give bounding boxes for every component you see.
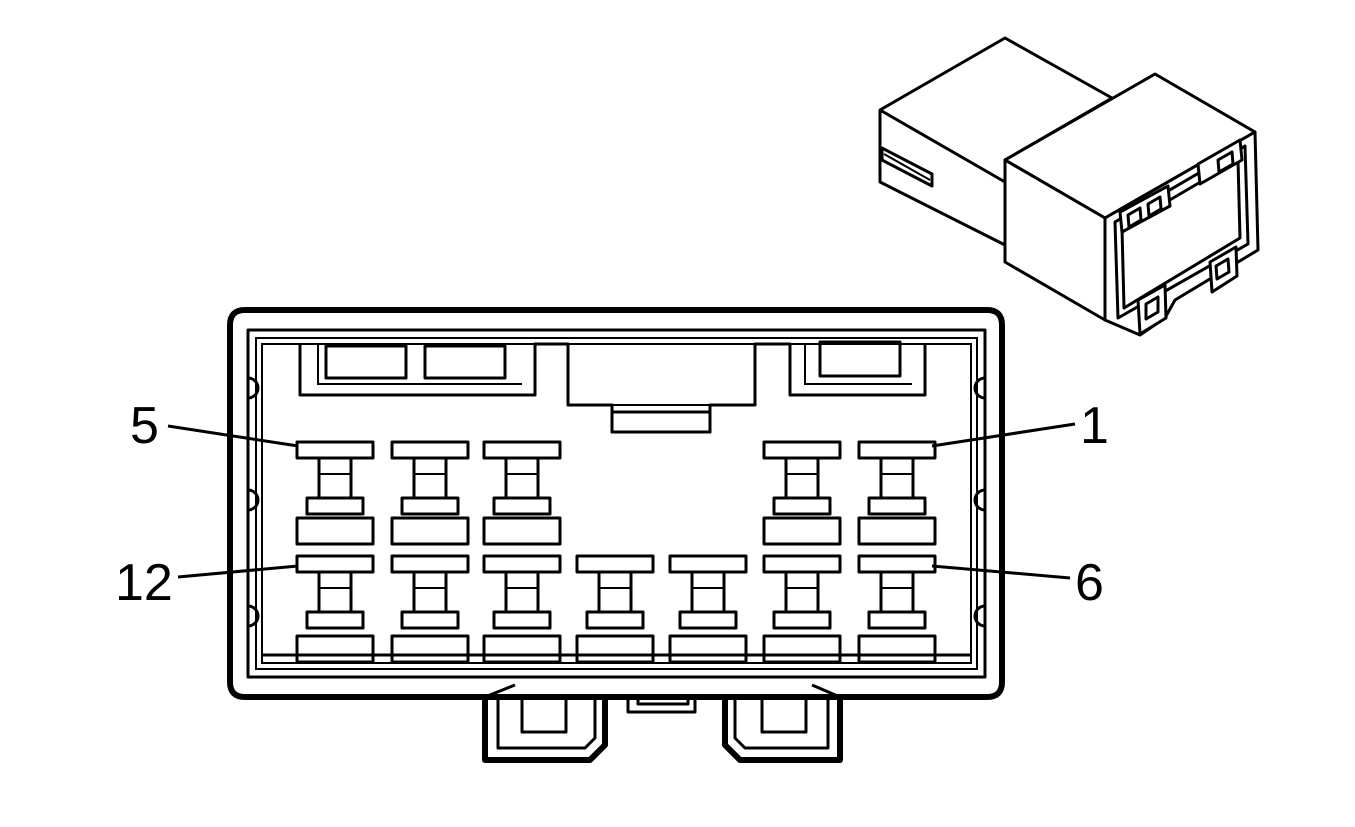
terminal-cavity-top-1 [295, 440, 375, 546]
pin-label-6: 6 [931, 554, 1104, 612]
connector-isometric-view [878, 36, 1260, 337]
pin-label-1: 1 [931, 397, 1109, 455]
terminal-cavity-bottom-1 [295, 554, 375, 664]
terminal-cavity-bottom-7 [857, 554, 937, 664]
leader-line-12 [177, 564, 299, 579]
terminal-cavity-top-2 [390, 440, 470, 546]
terminal-cavity-top-5 [857, 440, 937, 546]
pin-label-12: 12 [115, 554, 299, 612]
terminal-cavity-top-3 [482, 440, 562, 546]
leader-line-1 [931, 422, 1076, 448]
terminal-cavity-top-4 [762, 440, 842, 546]
terminal-cavity-bottom-4 [575, 554, 655, 664]
terminal-cavity-bottom-5 [668, 554, 748, 664]
pin-number-1: 1 [1080, 397, 1109, 455]
pin-number-12: 12 [115, 554, 173, 612]
leader-line-5 [167, 424, 299, 448]
terminal-cavity-bottom-2 [390, 554, 470, 664]
terminal-cavity-bottom-6 [762, 554, 842, 664]
bottom-row-cavities [295, 554, 937, 664]
pin-label-5: 5 [130, 397, 299, 455]
terminal-cavity-bottom-3 [482, 554, 562, 664]
leader-line-6 [931, 564, 1071, 580]
pin-number-6: 6 [1075, 554, 1104, 612]
connector-face-view [227, 307, 1005, 763]
top-row-cavities [295, 440, 937, 546]
pin-number-5: 5 [130, 397, 159, 455]
